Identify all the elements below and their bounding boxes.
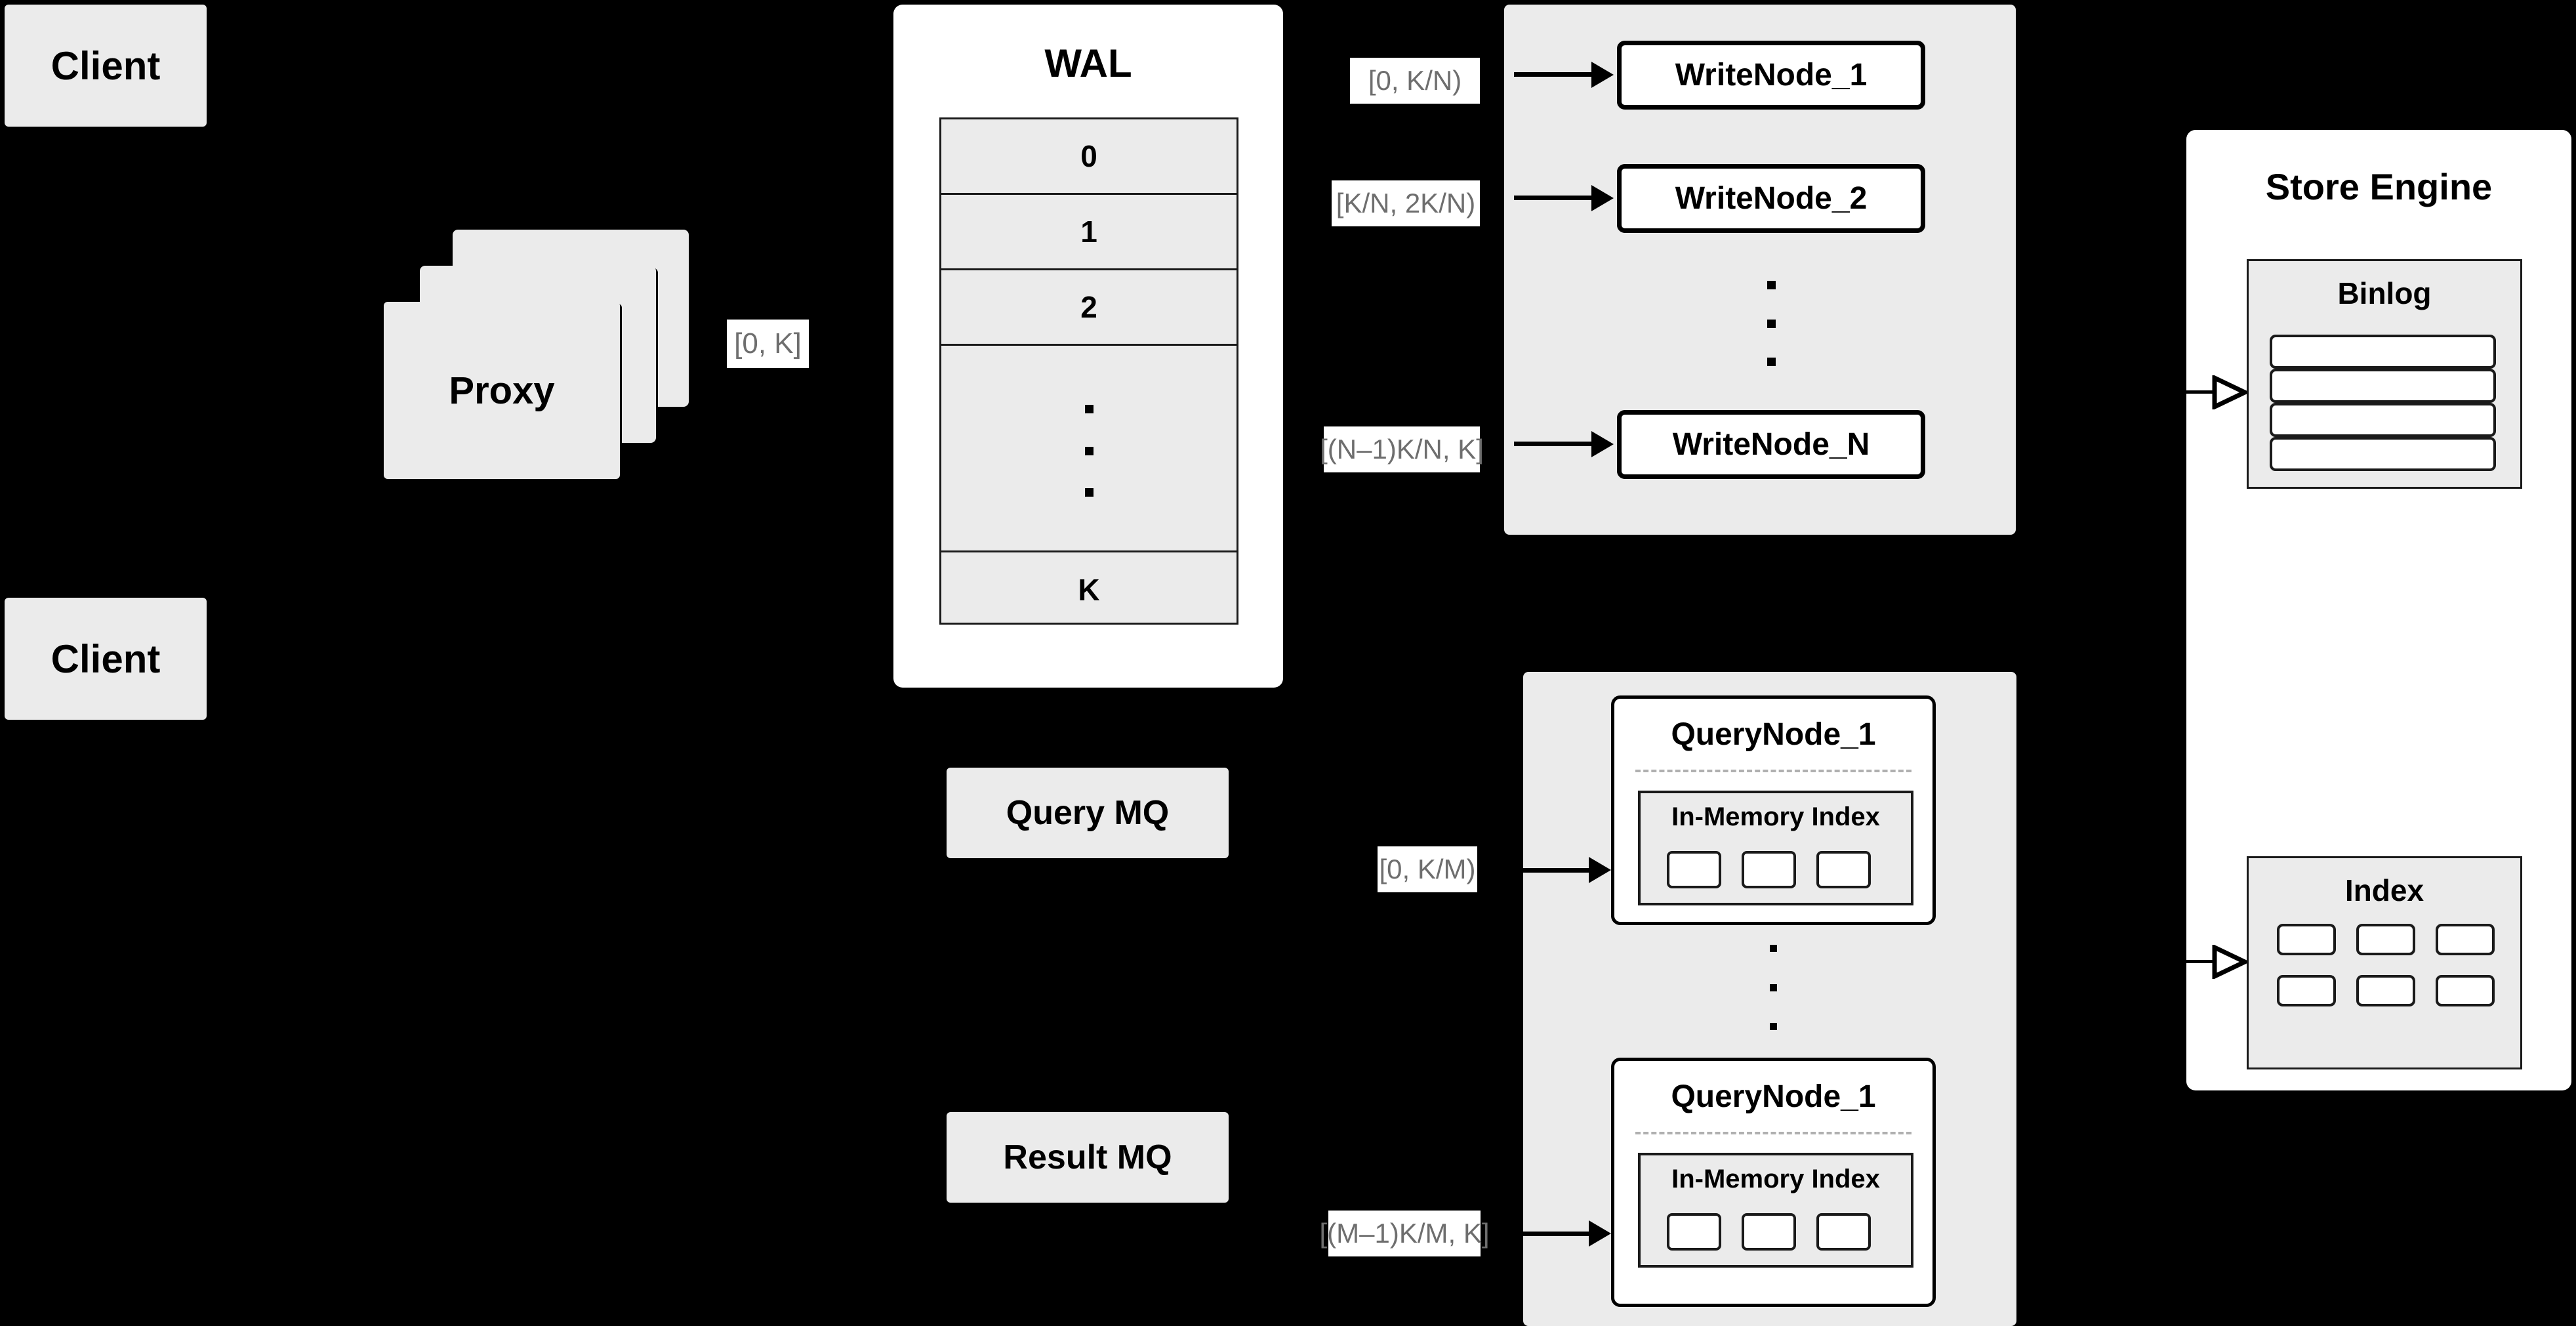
result-mq-label: Result MQ <box>1003 1138 1172 1176</box>
query-dot-2 <box>1770 984 1777 991</box>
query-node-2-index-cell-2 <box>1742 1213 1796 1251</box>
write-arrow-line-1 <box>1514 72 1599 77</box>
query-dot-3 <box>1770 1023 1777 1030</box>
write-panel-ellipsis-dots <box>1767 281 1776 366</box>
wal-dot-1 <box>1085 405 1094 413</box>
wal-row-1: 1 <box>941 195 1237 270</box>
query-node-2-index-title: In-Memory Index <box>1671 1165 1880 1193</box>
write-range-label-n: [(N–1)K/N, K] <box>1320 434 1484 465</box>
proxy-range-label: [0, K] <box>734 327 802 360</box>
write-node-1-label: WriteNode_1 <box>1675 58 1868 93</box>
query-mq-label: Query MQ <box>1006 794 1170 832</box>
query-node-2-box[interactable]: QueryNode_1 In-Memory Index <box>1611 1058 1936 1307</box>
write-arrow-head-1 <box>1591 62 1614 88</box>
write-node-n-box[interactable]: WriteNode_N <box>1617 410 1925 479</box>
query-node-2-inmemory-index: In-Memory Index <box>1638 1153 1913 1268</box>
client-box-2[interactable]: Client <box>5 598 207 720</box>
wal-row-k: K <box>1078 572 1100 607</box>
query-node-1-index-cell-1 <box>1667 851 1721 888</box>
binlog-slot-1 <box>2270 335 2496 369</box>
query-dot-1 <box>1770 945 1777 952</box>
query-mq-box[interactable]: Query MQ <box>947 768 1229 858</box>
binlog-title: Binlog <box>2337 276 2432 310</box>
index-group: Index <box>2247 856 2522 1069</box>
query-node-2-title: QueryNode_1 <box>1671 1079 1876 1114</box>
write-arrow-head-2 <box>1591 185 1614 211</box>
query-range-chip-1: [0, K/M) <box>1378 846 1477 892</box>
index-slot-6 <box>2436 975 2495 1006</box>
client-label-1: Client <box>51 43 161 88</box>
index-slot-5 <box>2356 975 2415 1006</box>
query-arrow-line-2 <box>1512 1232 1597 1236</box>
binlog-slot-4 <box>2270 437 2496 471</box>
write-node-n-label: WriteNode_N <box>1672 427 1870 462</box>
write-range-chip-2: [K/N, 2K/N) <box>1332 180 1480 226</box>
write-dot-1 <box>1767 281 1776 289</box>
index-slot-1 <box>2277 924 2336 955</box>
query-node-1-separator <box>1635 770 1912 772</box>
query-range-label-2: [(M–1)K/M, K] <box>1319 1218 1490 1249</box>
query-arrow-head-2 <box>1589 1220 1611 1247</box>
binlog-slot-2 <box>2270 369 2496 403</box>
index-slot-4 <box>2277 975 2336 1006</box>
index-slot-3 <box>2436 924 2495 955</box>
query-arrow-line-1 <box>1512 868 1597 873</box>
client-box-1[interactable]: Client <box>5 5 207 127</box>
query-node-1-title: QueryNode_1 <box>1671 717 1876 752</box>
write-range-label-2: [K/N, 2K/N) <box>1336 188 1476 218</box>
write-arrow-head-n <box>1591 431 1614 457</box>
write-range-label-1: [0, K/N) <box>1368 65 1462 96</box>
write-range-chip-1: [0, K/N) <box>1350 58 1480 104</box>
query-node-2-index-cell-3 <box>1816 1213 1871 1251</box>
index-slot-2 <box>2356 924 2415 955</box>
write-range-chip-n: [(N–1)K/N, K] <box>1320 426 1484 472</box>
binlog-slot-3 <box>2270 403 2496 437</box>
query-range-chip-2: [(M–1)K/M, K] <box>1319 1211 1490 1256</box>
query-panel-ellipsis-dots <box>1769 945 1778 1030</box>
write-node-1-box[interactable]: WriteNode_1 <box>1617 41 1925 110</box>
proxy-range-chip: [0, K] <box>727 320 809 368</box>
binlog-group: Binlog <box>2247 259 2522 489</box>
write-node-2-label: WriteNode_2 <box>1675 181 1868 216</box>
index-arrow-line <box>2186 960 2218 963</box>
client-label-2: Client <box>51 636 161 681</box>
query-node-1-index-cell-2 <box>1742 851 1796 888</box>
result-mq-box[interactable]: Result MQ <box>947 1112 1229 1203</box>
query-node-2-separator <box>1635 1132 1912 1134</box>
query-node-1-index-title: In-Memory Index <box>1671 802 1880 831</box>
query-node-1-box[interactable]: QueryNode_1 In-Memory Index <box>1611 695 1936 925</box>
proxy-label: Proxy <box>449 369 555 412</box>
wal-dot-2 <box>1085 446 1094 455</box>
proxy-box[interactable]: Proxy <box>384 302 620 479</box>
write-dot-2 <box>1767 319 1776 328</box>
wal-title: WAL <box>1044 41 1132 85</box>
query-arrow-head-1 <box>1589 857 1611 883</box>
wal-table: 0 1 2 K <box>939 117 1238 625</box>
query-node-1-index-cell-3 <box>1816 851 1871 888</box>
query-node-1-inmemory-index: In-Memory Index <box>1638 791 1913 905</box>
wal-row-2: 2 <box>941 270 1237 346</box>
query-range-label-1: [0, K/M) <box>1379 854 1476 884</box>
write-arrow-line-2 <box>1514 196 1599 200</box>
write-arrow-line-n <box>1514 442 1599 446</box>
wal-ellipsis-dots <box>1085 405 1094 497</box>
wal-row-0: 0 <box>941 119 1237 195</box>
write-node-2-box[interactable]: WriteNode_2 <box>1617 164 1925 233</box>
store-engine-title: Store Engine <box>2265 166 2493 207</box>
wal-row-ellipsis <box>941 346 1237 552</box>
index-title: Index <box>2344 873 2424 907</box>
query-node-2-index-cell-1 <box>1667 1213 1721 1251</box>
binlog-arrow-line <box>2186 390 2218 394</box>
wal-dot-3 <box>1085 488 1094 497</box>
write-dot-3 <box>1767 358 1776 366</box>
